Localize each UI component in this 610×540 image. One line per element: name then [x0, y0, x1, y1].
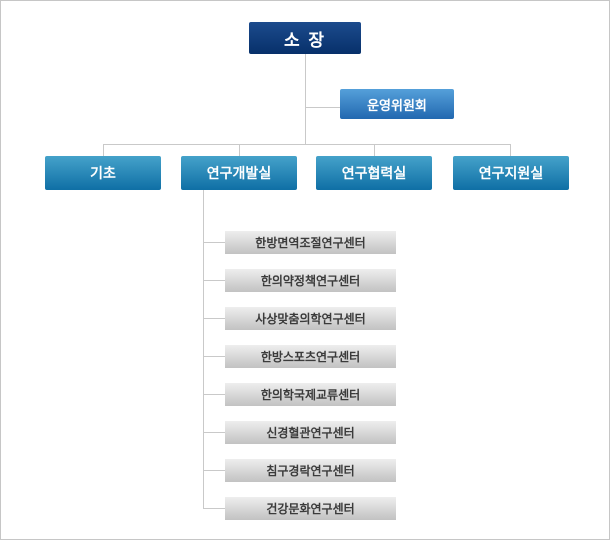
connector-center-stub — [203, 432, 225, 433]
center-box: 신경혈관연구센터 — [225, 421, 396, 444]
dept-box-cooperation: 연구협력실 — [316, 156, 432, 190]
connector-center-stub — [203, 242, 225, 243]
dept-box-rnd: 연구개발실 — [181, 156, 297, 190]
connector-center-stub — [203, 508, 225, 509]
connector-center-stub — [203, 318, 225, 319]
connector-center-stub — [203, 394, 225, 395]
connector-centers-vertical — [203, 190, 204, 508]
center-box: 한의학국제교류센터 — [225, 383, 396, 406]
connector-center-stub — [203, 470, 225, 471]
center-box: 사상맞춤의학연구센터 — [225, 307, 396, 330]
connector-root-vertical — [305, 54, 306, 144]
center-box: 건강문화연구센터 — [225, 497, 396, 520]
connector-dept-stub — [239, 144, 240, 156]
center-box: 한방면역조절연구센터 — [225, 231, 396, 254]
connector-dept-stub — [103, 144, 104, 156]
committee-box: 운영위원회 — [340, 89, 454, 119]
center-box: 한의약정책연구센터 — [225, 269, 396, 292]
connector-center-stub — [203, 280, 225, 281]
connector-dept-stub — [510, 144, 511, 156]
dept-box-support: 연구지원실 — [453, 156, 569, 190]
center-box: 한방스포츠연구센터 — [225, 345, 396, 368]
connector-dept-stub — [374, 144, 375, 156]
center-box: 침구경락연구센터 — [225, 459, 396, 482]
dept-box-gicho: 기초 — [45, 156, 161, 190]
connector-dept-horizontal — [103, 144, 511, 145]
connector-center-stub — [203, 356, 225, 357]
connector-committee-stub — [305, 107, 340, 108]
director-box: 소 장 — [249, 22, 361, 54]
